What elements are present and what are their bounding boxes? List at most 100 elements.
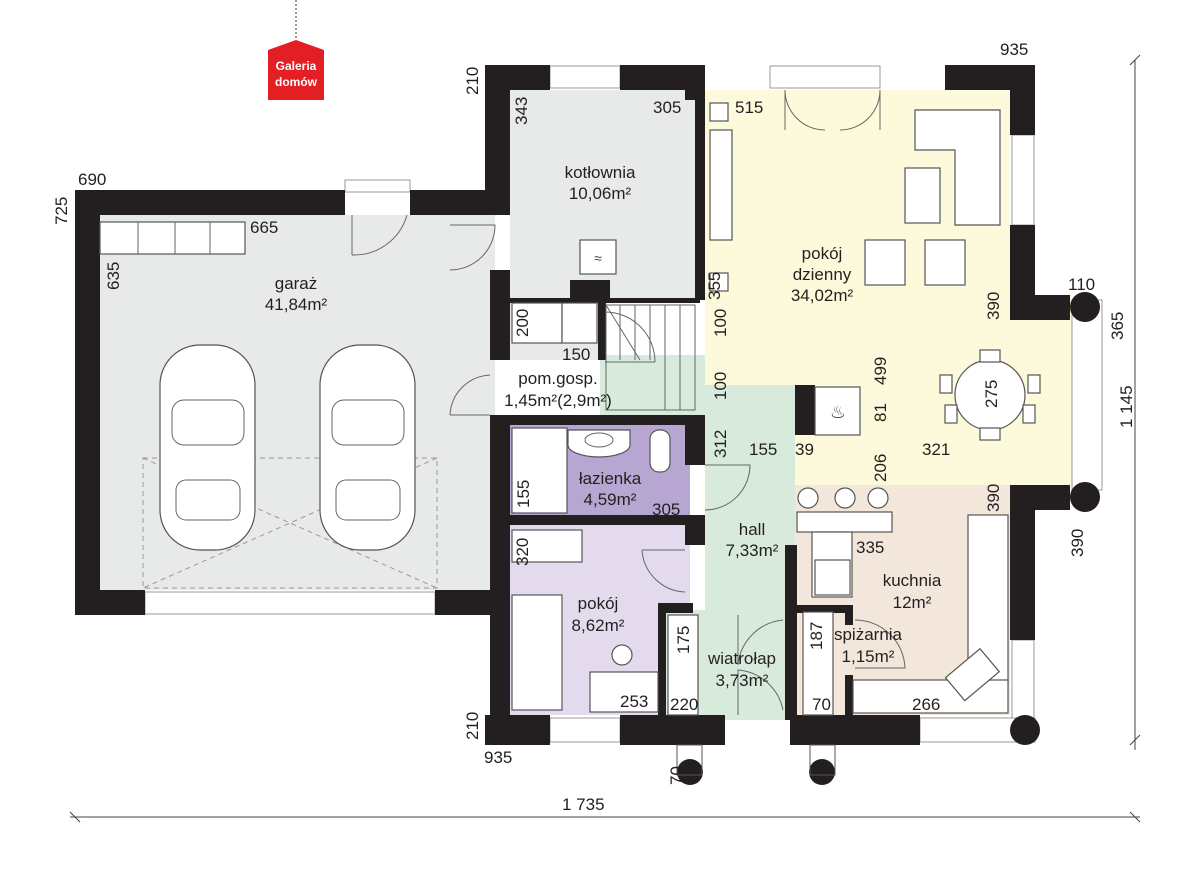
dimension-label: 100 [711,309,730,337]
logo-text: Galeria [276,59,317,73]
radiator [709,129,733,241]
svg-text:♨: ♨ [830,402,846,422]
room-name: łazienka [579,469,642,488]
room-name: wiatrołap [707,649,776,668]
dimension-label: 665 [250,218,278,237]
garage-shelves [99,221,246,255]
room-area: 41,84m² [265,295,328,314]
stair-floor [600,355,705,415]
wardrobe [667,614,699,716]
dimension-label: 690 [78,170,106,189]
dimension-label: 100 [711,372,730,400]
room-name: kotłownia [565,163,636,182]
dimension-label: 253 [620,692,648,711]
svg-text:≈: ≈ [594,250,602,266]
room-name: 10,06m² [569,184,632,203]
dimension-label: 390 [984,484,1003,512]
car-icon [319,344,416,551]
room-name: pokój [802,244,843,263]
washing-machine [511,302,563,344]
toilet [649,429,671,473]
vent-icon [709,102,729,122]
room-area: 1,45m²(2,9m²) [504,391,612,410]
dimension-label: 206 [871,454,890,482]
shower [511,427,568,514]
dimension-label: 220 [670,695,698,714]
room-name: spiżarnia [834,625,903,644]
sink [561,302,598,344]
dimension-label: 635 [104,262,123,290]
dimension-label: 110 [1068,275,1095,294]
bed-headboard [511,529,583,563]
desk [589,671,659,713]
doors [351,89,906,715]
garage-floor [100,215,495,590]
armchair [924,239,966,286]
room-area: 1,15m² [842,647,895,666]
furniture: ≈ ♨ [99,102,1041,716]
dimension-label: 935 [484,748,512,767]
total-width-label: 1 735 [562,795,605,814]
room-labels: garaż 41,84m² kotłownia 10,06m² pokój dz… [265,163,942,690]
boiler-icon [579,239,617,275]
dimension-label: 200 [513,309,532,337]
washbasin [567,429,631,458]
dimension-label: 210 [463,712,482,740]
kitchen-counter [796,511,893,533]
dimension-lines [69,54,1141,823]
room-area: 34,02m² [791,286,854,305]
dimension-label: 335 [856,538,884,557]
galeria-domow-logo: Galeria domów [268,0,324,100]
dimension-label: 935 [1000,40,1028,59]
total-height-label: 1 145 [1117,385,1136,428]
room-area: 4,59m² [584,490,637,509]
car-icon [159,344,256,551]
room-area: 8,62m² [572,616,625,635]
kitchen-sink [944,647,1001,702]
dimension-label: 175 [674,626,693,654]
dimension-label: 320 [513,538,532,566]
dimension-label: 155 [749,440,777,459]
dimension-label: 305 [652,500,680,519]
dimension-label: 725 [52,197,71,225]
chair [611,644,633,666]
dimension-label: 343 [512,97,531,125]
hall-floor [705,385,795,610]
room-name: dzienny [793,265,852,284]
fireplace-icon [814,386,861,436]
stove-icon [814,559,851,596]
room-name: kuchnia [883,571,942,590]
bar-stools [797,487,889,509]
dimension-label: 39 [795,440,814,459]
dimension-label: 312 [711,430,730,458]
room-area: 7,33m² [726,541,779,560]
room-name: pom.gosp. [518,369,597,388]
pantry-shelves [802,611,834,716]
dimension-label: 70 [667,766,686,785]
room-area: 3,73m² [716,671,769,690]
dimension-label: 210 [463,67,482,95]
coffee-table [904,167,941,224]
dimension-label: 150 [562,345,590,364]
dimension-label: 390 [1012,67,1031,95]
stairs [605,304,681,410]
dimension-label: 499 [871,357,890,385]
dimension-label: 390 [984,292,1003,320]
dimension-label: 187 [807,622,826,650]
dimension-label: 321 [922,440,950,459]
dimension-label: 81 [871,403,890,422]
dimension-label: 515 [735,98,763,117]
room-name: garaż [275,274,318,293]
walls [75,65,1100,785]
room-area: 12m² [893,593,932,612]
dimension-label: 305 [653,98,681,117]
armchair [864,239,906,286]
dimension-label: 355 [705,272,724,300]
dimension-label: 365 [1108,312,1127,340]
dimension-label: 266 [912,695,940,714]
dimension-label: 155 [514,480,533,508]
sofa [914,109,1001,226]
room-name: pokój [578,594,619,613]
dimension-label: 390 [1068,529,1087,557]
